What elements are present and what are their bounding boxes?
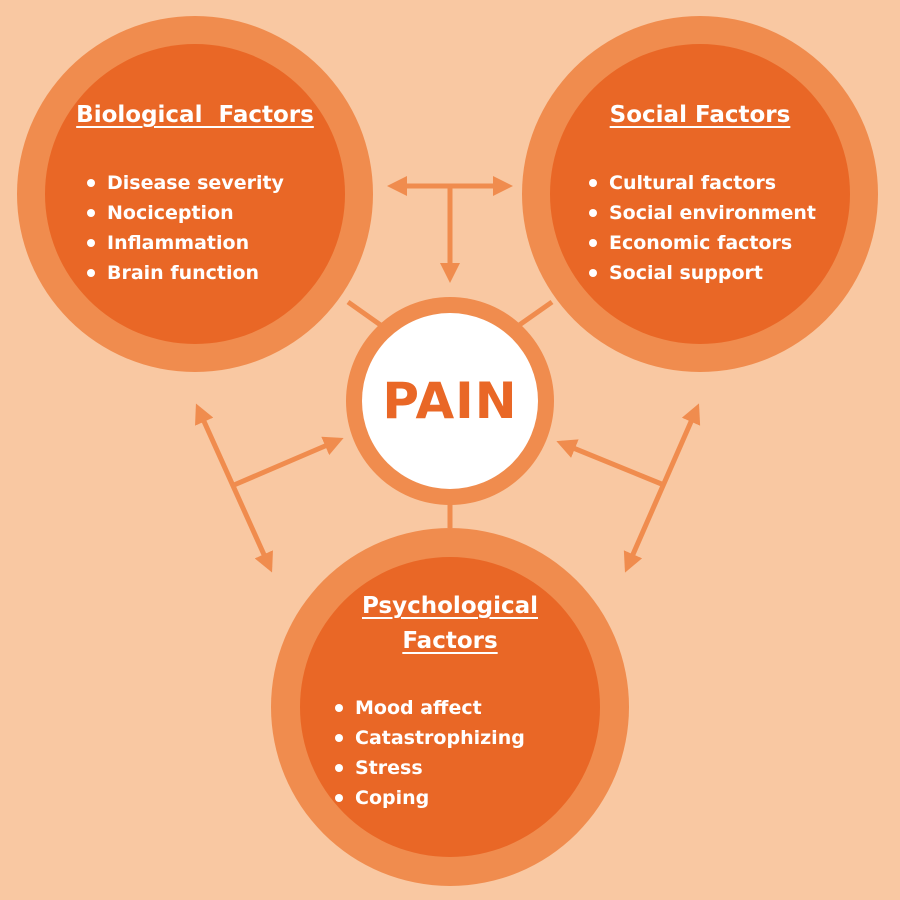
psychological-item: Stress [331, 753, 525, 783]
social-item: Social environment [585, 198, 816, 228]
psychological-title-line1: Psychological [361, 593, 538, 619]
arrow-bio-psych [195, 403, 273, 573]
arrow-right-link-to-pain [556, 439, 665, 488]
social-circle [550, 44, 850, 344]
biological-circle [45, 44, 345, 344]
biological-item: Nociception [83, 198, 284, 228]
biological-title: Biological Factors [76, 102, 314, 128]
social-title: Social Factors [609, 102, 791, 128]
biological-item: Inflammation [83, 228, 284, 258]
arrow-left-link-to-pain [233, 436, 344, 488]
psychological-item: Catastrophizing [331, 723, 525, 753]
psychological-circle [300, 557, 600, 857]
social-item: Cultural factors [585, 168, 816, 198]
biological-list: Disease severity Nociception Inflammatio… [83, 168, 284, 288]
psychological-title-line2: Factors [402, 628, 498, 654]
psychological-list: Mood affect Catastrophizing Stress Copin… [331, 693, 525, 813]
social-item: Social support [585, 258, 816, 288]
psychological-item: Coping [331, 783, 525, 813]
arrow-social-psych [623, 403, 701, 573]
biological-item: Brain function [83, 258, 284, 288]
social-item: Economic factors [585, 228, 816, 258]
psychological-item: Mood affect [331, 693, 525, 723]
social-list: Cultural factors Social environment Econ… [585, 168, 816, 288]
pain-circle [362, 313, 538, 489]
biological-item: Disease severity [83, 168, 284, 198]
pain-label: PAIN [382, 372, 518, 430]
